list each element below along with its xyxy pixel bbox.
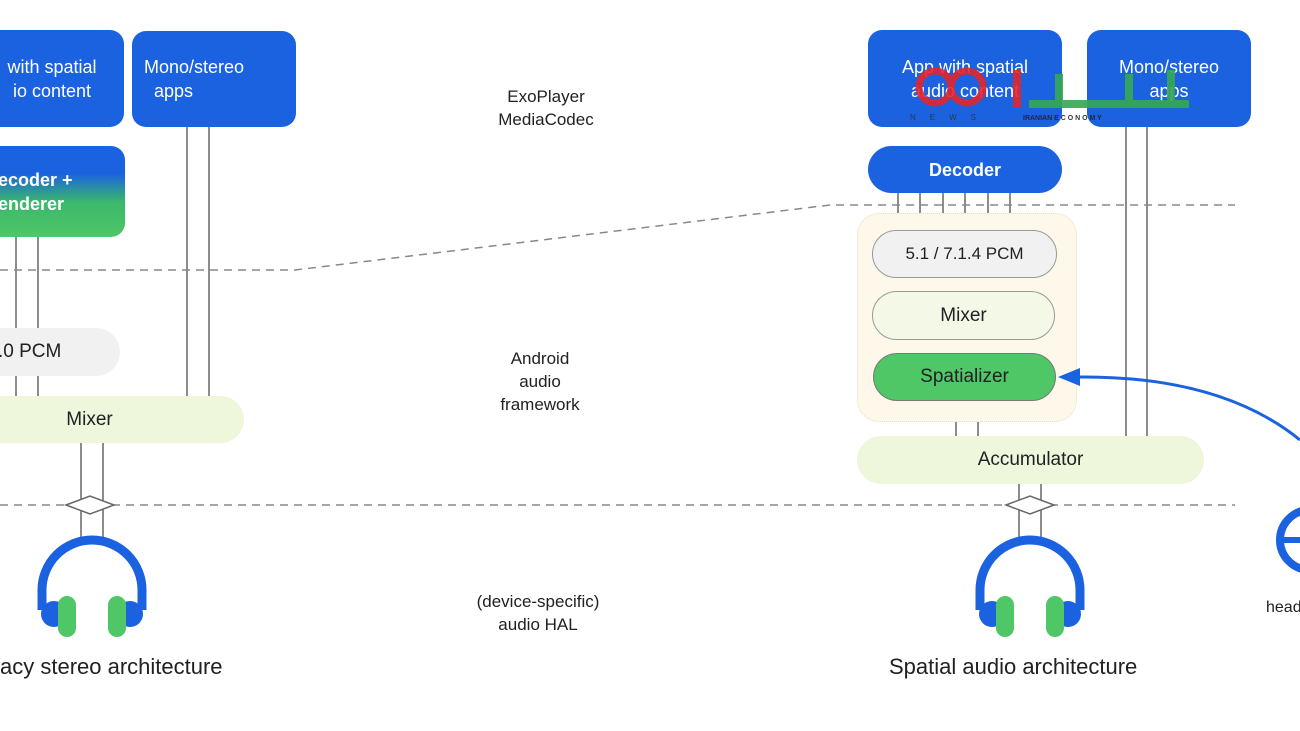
head-tracking-arrow: [1058, 368, 1300, 442]
label: audio: [519, 372, 561, 391]
label: Decoder: [928, 159, 1002, 180]
head-tracker-icon: [1276, 507, 1300, 573]
label: Mono/stereo: [143, 57, 245, 77]
legacy-app-spatial-box: with spatial io content: [0, 30, 124, 127]
label: enderer: [0, 193, 65, 214]
label: Accumulator: [977, 449, 1084, 470]
label: Spatializer: [920, 366, 1009, 387]
spatializer-pill: Spatializer: [873, 353, 1056, 401]
diamond-connector-icon: [63, 495, 1057, 515]
label: 5.1 / 7.1.4 PCM: [905, 244, 1024, 263]
layer-label-hal: (device-specific) audio HAL: [448, 590, 628, 636]
label: .0 PCM: [0, 341, 62, 362]
label: MediaCodec: [498, 110, 594, 129]
decoder-renderer-box: ecoder + enderer: [0, 146, 125, 237]
label: io content: [12, 80, 92, 101]
spatial-mixer-pill: Mixer: [872, 291, 1055, 340]
headphones-icon: [975, 535, 1085, 637]
accumulator-pill: Accumulator: [857, 436, 1204, 484]
legacy-mixer-pill: Mixer: [0, 396, 244, 443]
label: framework: [500, 395, 580, 414]
label: Mono/stereo: [1118, 56, 1220, 77]
headphones-icon: [37, 535, 147, 637]
legacy-pcm-pill: .0 PCM: [0, 328, 120, 376]
label: Mixer: [940, 304, 987, 326]
legacy-app-mono-box: Mono/stereo apps: [132, 31, 296, 127]
decoder-pill: Decoder: [868, 146, 1062, 193]
label: (device-specific): [476, 592, 600, 611]
label: Mixer: [66, 408, 113, 430]
label: ecoder +: [0, 169, 73, 190]
spatial-caption: Spatial audio architecture: [889, 654, 1138, 679]
spatial-pcm-pill: 5.1 / 7.1.4 PCM: [872, 230, 1057, 278]
label: with spatial: [7, 56, 97, 77]
label: apps: [154, 81, 194, 101]
head-tracker-label: head: [1266, 599, 1300, 616]
label: Android: [510, 349, 570, 368]
label: ExoPlayer: [507, 87, 585, 106]
label: audio HAL: [498, 615, 578, 634]
legacy-caption: acy stereo architecture: [0, 654, 223, 679]
layer-label-framework: Android audio framework: [460, 347, 620, 416]
